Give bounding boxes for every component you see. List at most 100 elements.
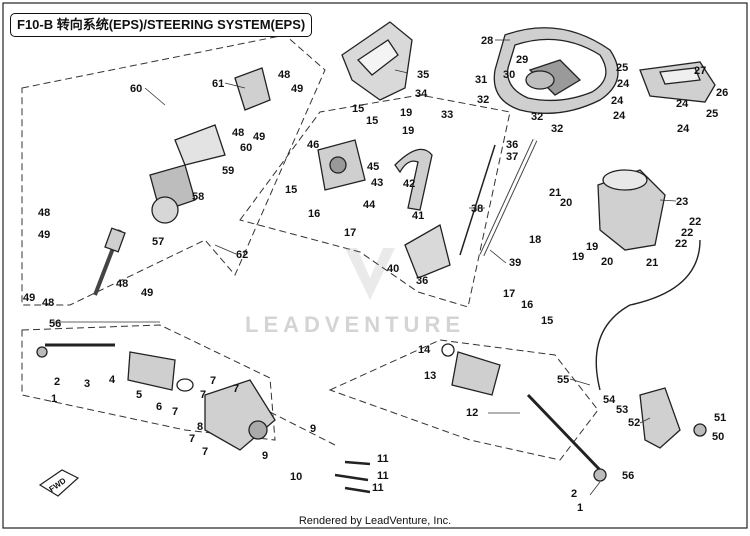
part-23-column-housing <box>597 169 666 251</box>
callout-19: 19 <box>402 125 414 137</box>
callout-7: 7 <box>200 389 206 401</box>
footer-credit: Rendered by LeadVenture, Inc. <box>298 515 452 527</box>
callout-24: 24 <box>613 110 626 122</box>
part-52-pedal-bracket <box>639 387 707 449</box>
part-3-left-tie-rod <box>36 343 194 392</box>
part-12-right-tie-rod <box>441 343 607 482</box>
callout-7: 7 <box>233 383 239 395</box>
callout-38: 38 <box>471 203 483 215</box>
callout-1: 1 <box>51 393 57 405</box>
callout-21: 21 <box>646 257 658 269</box>
callout-48: 48 <box>116 278 128 290</box>
fwd-arrow: FWD <box>38 469 80 497</box>
part-35-cover <box>341 21 413 101</box>
callout-16: 16 <box>521 299 533 311</box>
callout-16: 16 <box>308 208 320 220</box>
callout-24: 24 <box>676 98 689 110</box>
part-59-plate <box>174 124 226 166</box>
callout-59: 59 <box>222 165 234 177</box>
callout-22: 22 <box>675 238 687 250</box>
callout-32: 32 <box>531 111 543 123</box>
callout-43: 43 <box>371 177 383 189</box>
part-26-wheel-cover <box>639 61 716 103</box>
callout-23: 23 <box>676 196 688 208</box>
callout-7: 7 <box>189 433 195 445</box>
part-40-bracket <box>404 224 451 279</box>
callout-9: 9 <box>310 423 316 435</box>
callout-50: 50 <box>712 431 724 443</box>
callout-10: 10 <box>290 471 302 483</box>
parts <box>36 21 716 494</box>
callout-6: 6 <box>156 401 162 413</box>
part-57-intermediate-shaft <box>93 227 126 296</box>
callout-39: 39 <box>509 257 521 269</box>
callout-8: 8 <box>197 421 203 433</box>
callout-15: 15 <box>541 315 553 327</box>
callout-29: 29 <box>516 54 528 66</box>
callout-49: 49 <box>38 229 50 241</box>
callout-20: 20 <box>601 256 613 268</box>
part-38-steering-shaft <box>459 138 538 257</box>
callout-52: 52 <box>628 417 640 429</box>
callout-60: 60 <box>130 83 142 95</box>
callout-25: 25 <box>706 108 718 120</box>
callout-19: 19 <box>586 241 598 253</box>
leader-lines <box>53 39 677 496</box>
diagram-border <box>2 2 748 529</box>
part-5-boot-left <box>127 351 176 391</box>
callout-54: 54 <box>603 394 616 406</box>
callout-13: 13 <box>424 370 436 382</box>
part-58-eps-motor <box>149 164 196 224</box>
callout-49: 49 <box>291 83 303 95</box>
callout-36: 36 <box>416 275 428 287</box>
callout-24: 24 <box>617 78 630 90</box>
callout-48: 48 <box>278 69 290 81</box>
callout-17: 17 <box>344 227 356 239</box>
callout-49: 49 <box>23 292 35 304</box>
link-line <box>269 411 336 446</box>
callout-25: 25 <box>616 62 628 74</box>
callout-30: 30 <box>503 69 515 81</box>
callout-37: 37 <box>506 151 518 163</box>
callout-28: 28 <box>481 35 493 47</box>
callout-41: 41 <box>412 210 424 222</box>
callout-15: 15 <box>366 115 378 127</box>
callout-1: 1 <box>577 502 583 514</box>
page-title: F10-B 转向系统(EPS)/STEERING SYSTEM(EPS) <box>10 13 313 37</box>
callout-24: 24 <box>677 123 690 135</box>
part-61-bracket <box>234 67 271 111</box>
callout-4: 4 <box>109 374 116 386</box>
callout-51: 51 <box>714 412 726 424</box>
callout-44: 44 <box>363 199 376 211</box>
callout-5: 5 <box>136 389 142 401</box>
callout-15: 15 <box>285 184 297 196</box>
callouts: 60 61 48 49 48 49 60 59 58 48 49 57 62 4… <box>23 35 728 514</box>
part-45-motor-housing <box>317 139 366 191</box>
left-tie-rod-outline <box>21 324 276 441</box>
callout-3: 3 <box>84 378 90 390</box>
callout-2: 2 <box>54 376 60 388</box>
callout-11: 11 <box>377 453 389 465</box>
callout-9: 9 <box>262 450 268 462</box>
callout-31: 31 <box>475 74 487 86</box>
callout-48: 48 <box>38 207 50 219</box>
callout-7: 7 <box>202 446 208 458</box>
callout-24: 24 <box>611 95 624 107</box>
callout-14: 14 <box>418 344 431 356</box>
callout-19: 19 <box>572 251 584 263</box>
part-13-boot-right <box>451 351 501 396</box>
callout-20: 20 <box>560 197 572 209</box>
watermark-logo <box>345 248 395 300</box>
callout-46: 46 <box>307 139 319 151</box>
callout-27: 27 <box>694 65 706 77</box>
part-8-steering-gearbox <box>204 379 276 451</box>
part-55-cable <box>595 239 701 391</box>
callout-62: 62 <box>236 249 248 261</box>
callout-21: 21 <box>549 187 561 199</box>
callout-32: 32 <box>551 123 563 135</box>
callout-56: 56 <box>49 318 61 330</box>
callout-49: 49 <box>141 287 153 299</box>
callout-19: 19 <box>400 107 412 119</box>
